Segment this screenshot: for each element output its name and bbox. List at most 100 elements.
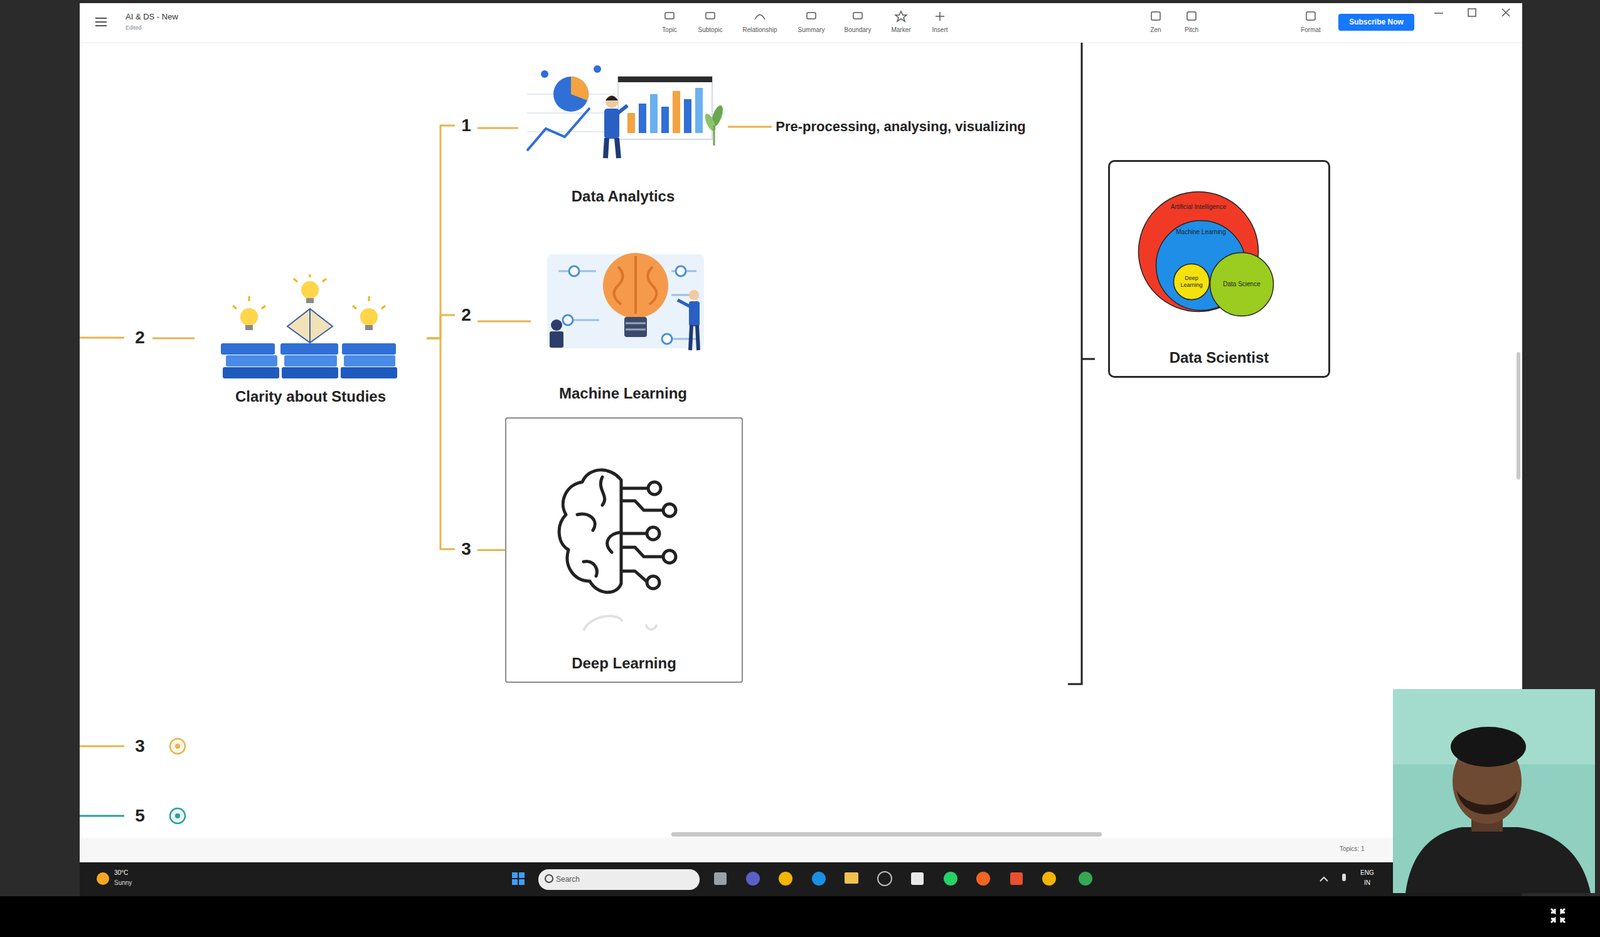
open-book-spine (309, 308, 311, 343)
venn-circle: Deep Learning (1172, 262, 1211, 301)
person-legs (690, 325, 699, 351)
logo-square (512, 879, 518, 885)
window-controls (1434, 8, 1510, 17)
node-text: Clarity about Studies (235, 387, 386, 406)
bar (695, 87, 703, 134)
app-icon (911, 872, 924, 885)
summary-bracket (1067, 42, 1095, 684)
chart-board-top (618, 76, 713, 83)
node-text: Machine Learning (559, 384, 688, 403)
person-beard (1456, 790, 1518, 815)
node-text: Deep Learning (1175, 274, 1208, 289)
app-icon (1042, 871, 1056, 886)
toolbar-icon (1151, 11, 1161, 21)
toolbar-icon (1306, 11, 1316, 21)
corner (1551, 918, 1555, 923)
bulb (301, 281, 319, 299)
branch-number: 2 (454, 301, 478, 329)
brain-folds (577, 476, 622, 576)
venn-circle: Data Science (1209, 251, 1275, 317)
branch-number: 5 (128, 801, 152, 830)
menu-line (95, 17, 107, 19)
app-icon (746, 871, 760, 886)
status-text: Topics: 1 (1339, 845, 1365, 853)
app-icon (877, 871, 892, 886)
app-icon (1010, 872, 1023, 885)
open-book (287, 308, 333, 343)
menu-icon (95, 18, 107, 26)
taskbar (79, 862, 1523, 896)
person-shirt (1405, 826, 1591, 893)
topic-icon-dot (175, 813, 181, 819)
corner (1561, 918, 1565, 923)
branch-connector (727, 126, 772, 128)
toolbar-label: Zen (1150, 26, 1161, 34)
robot-body (549, 331, 564, 348)
circuit-lines (622, 488, 663, 582)
branch-number: 1 (454, 111, 478, 140)
node-text: 3 (134, 735, 145, 757)
menu-line (95, 25, 107, 27)
title-divider (79, 42, 1523, 44)
brain-reflection (583, 616, 657, 631)
robot-head (550, 319, 563, 331)
toolbar-icon (853, 12, 863, 19)
weather-text: Sunny (114, 879, 132, 887)
node-text: Subscribe Now (1349, 17, 1404, 27)
toolbar-label: Topic (661, 26, 677, 34)
app-window (79, 3, 1523, 863)
trend-line (527, 107, 590, 151)
person-head (605, 95, 619, 108)
logo-square (518, 879, 525, 885)
toolbar-label: Relationship (742, 26, 777, 34)
language-indicator: ENG (1360, 869, 1375, 877)
bar (672, 90, 681, 134)
pie-chart (553, 76, 589, 112)
app-icon (976, 871, 991, 886)
bulb-base (306, 298, 314, 304)
branch-number: 2 (127, 323, 153, 352)
node-text: 2 (461, 304, 472, 326)
search-box (538, 869, 700, 890)
book (222, 367, 280, 379)
bulb (360, 308, 378, 326)
toolbar-label: Pitch (1184, 26, 1199, 34)
node-text: Data Scientist (1169, 348, 1270, 368)
bulb (240, 308, 258, 326)
plant-leaf (702, 112, 718, 133)
book (284, 355, 337, 367)
brain-icon (559, 469, 676, 593)
books-illustration (220, 274, 398, 379)
circuit-node (569, 266, 580, 277)
node-text: 2 (134, 326, 145, 349)
branch-connector (426, 314, 455, 339)
save-status: Edited (125, 24, 142, 32)
toolbar-icon (705, 12, 715, 19)
node-text: Machine Learning (1175, 228, 1227, 236)
person-arm (677, 299, 690, 307)
maximize-icon (1468, 8, 1476, 17)
node-text: Data Analytics (571, 187, 676, 206)
branch-line (79, 815, 125, 817)
toolbar-label: Marker (890, 26, 911, 34)
toolbar-label: Summary (798, 26, 826, 34)
app-icon (1078, 871, 1093, 886)
toolbar-label: Boundary (844, 26, 872, 34)
circle-shape (1173, 264, 1210, 300)
windows-logo (512, 872, 525, 885)
weather-temperature: 30°C (114, 869, 128, 877)
circuit-node (663, 550, 676, 563)
brain-folds (614, 256, 657, 314)
book (343, 355, 396, 367)
search-placeholder: Search (555, 874, 580, 884)
app-icon (844, 872, 859, 884)
circuit-node (663, 503, 676, 517)
person-head (688, 289, 699, 300)
circle-shape (1210, 252, 1274, 317)
book (225, 355, 278, 367)
topic-node: Data Analytics (518, 47, 728, 209)
person-body (688, 301, 700, 327)
webcam-frame (1392, 688, 1595, 893)
